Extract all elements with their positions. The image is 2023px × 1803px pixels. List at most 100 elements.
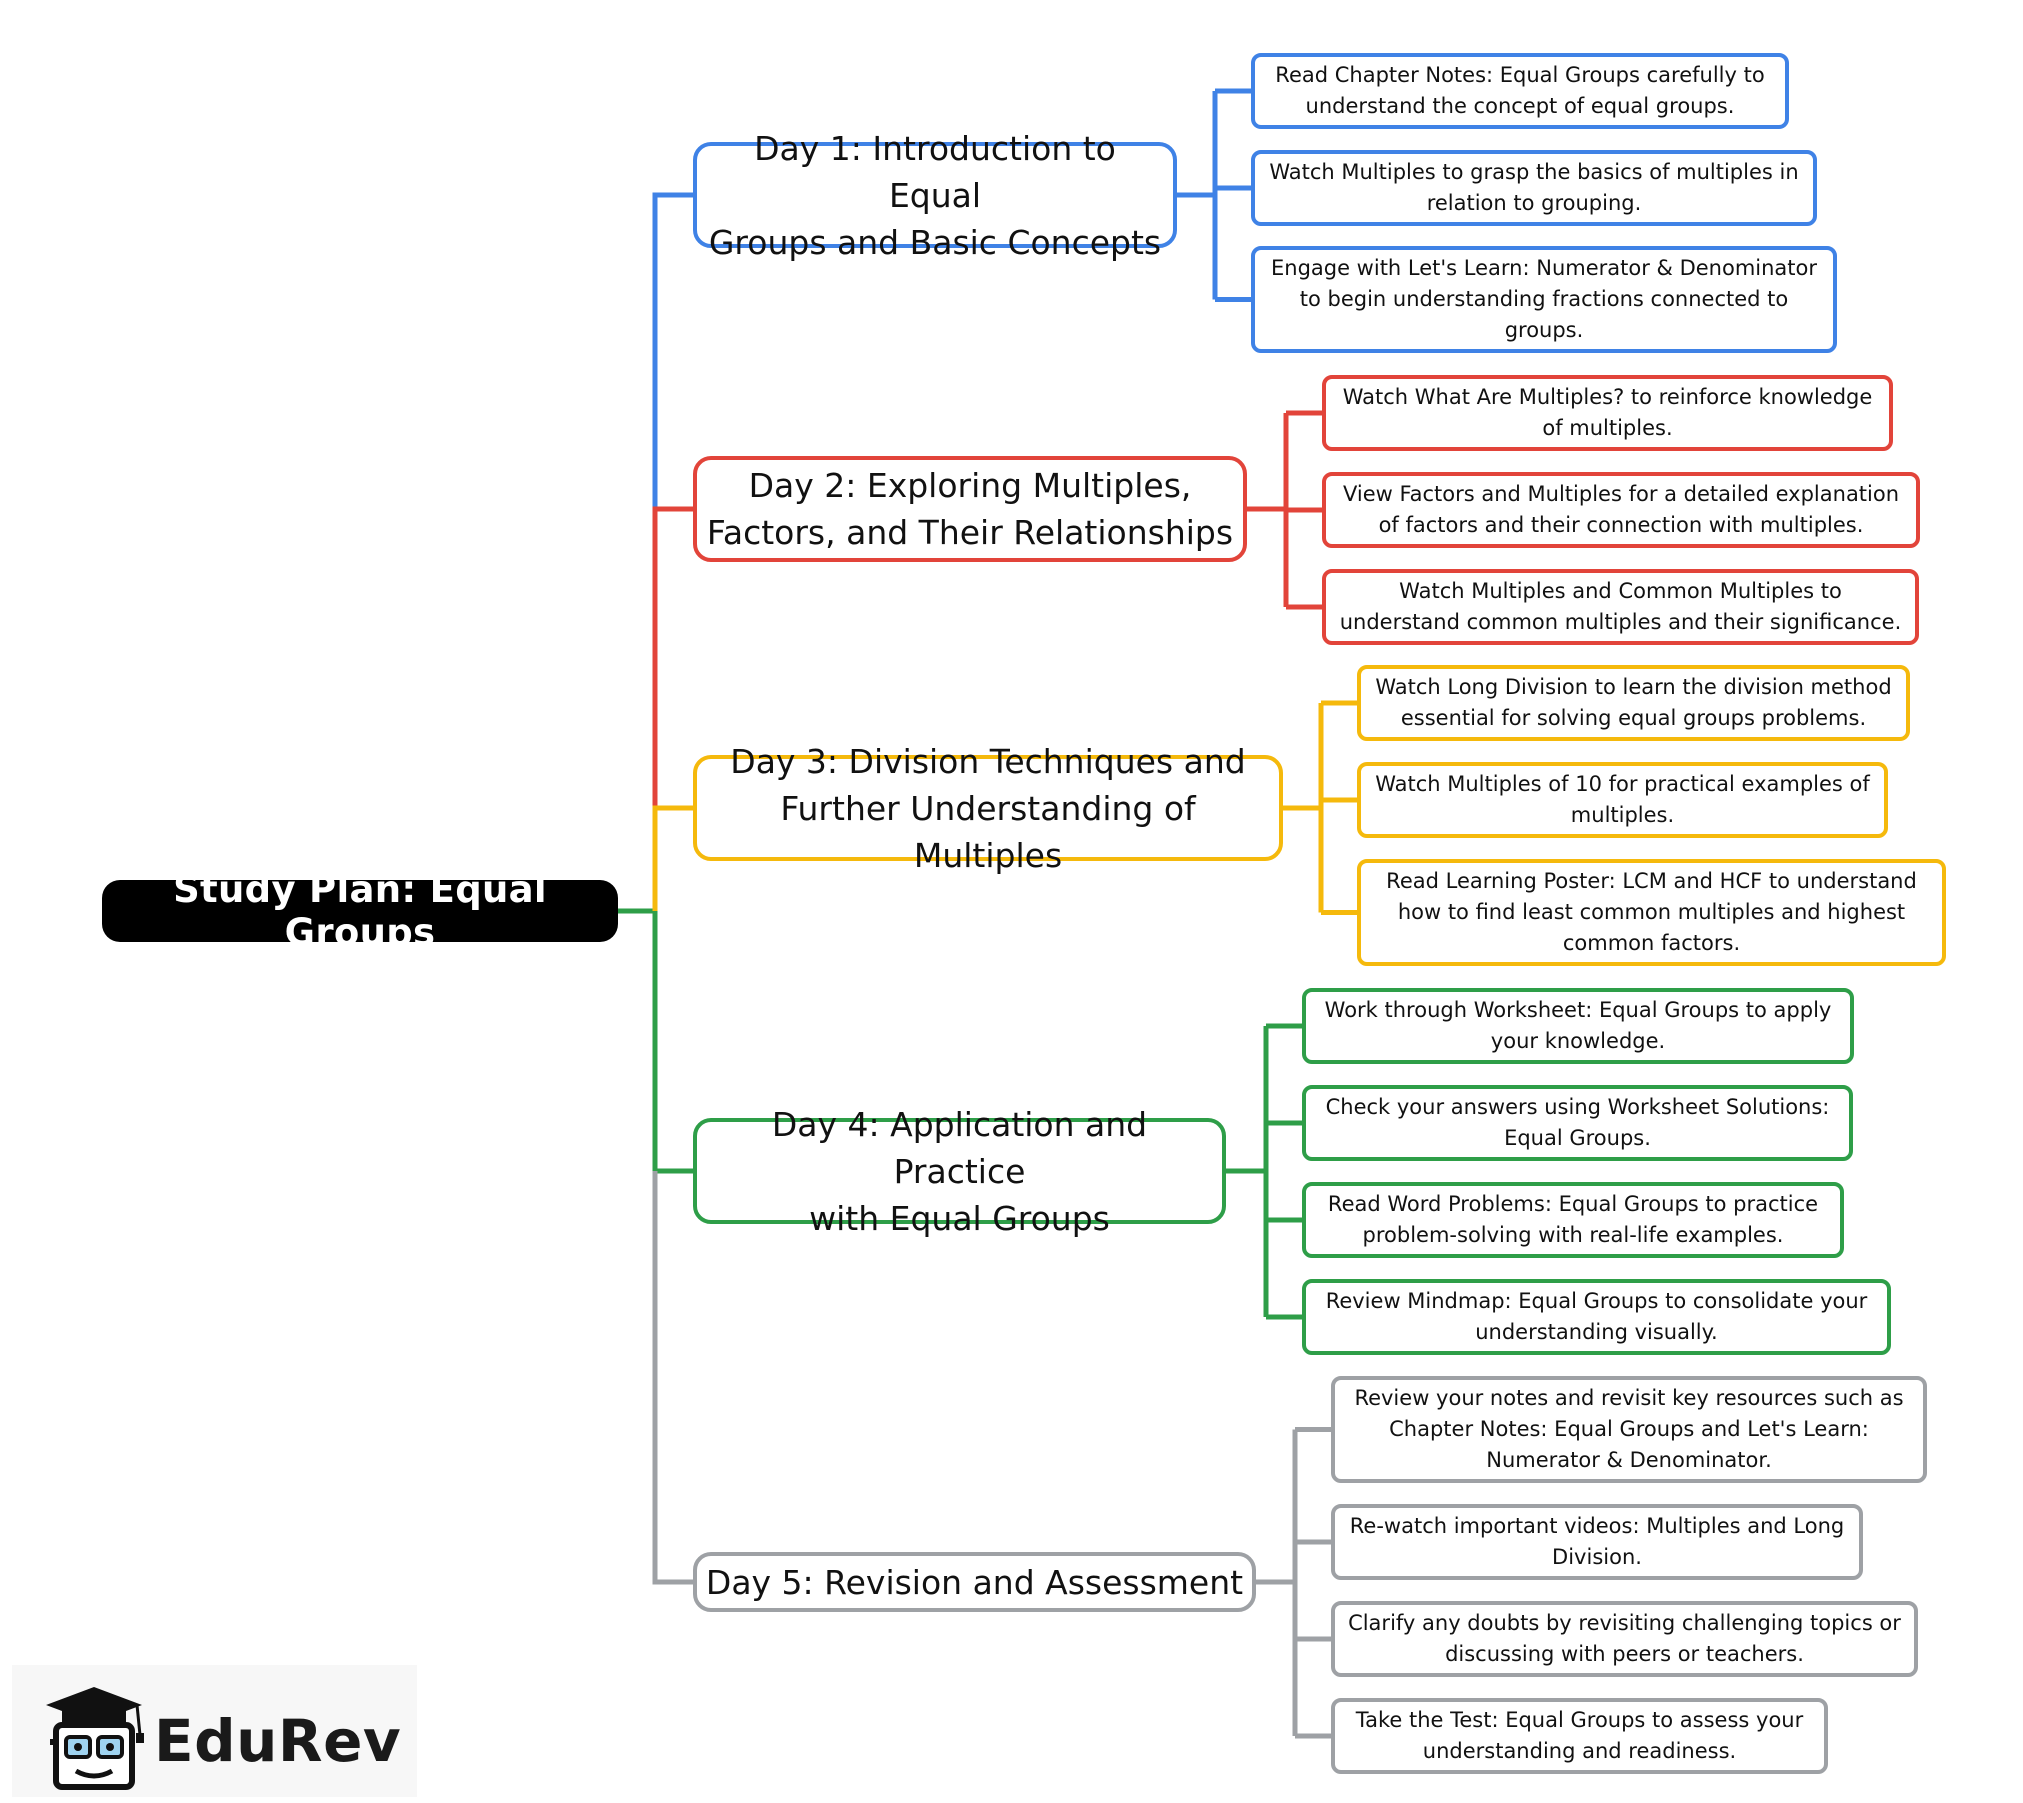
task-text: Clarify any doubts by revisiting challen… <box>1348 1608 1901 1670</box>
day-label-line: Day 2: Exploring Multiples, <box>748 466 1192 505</box>
task-text-line: Watch Multiples of 10 for practical exam… <box>1375 772 1870 796</box>
task-text-line: to begin understanding fractions connect… <box>1299 287 1789 311</box>
day-5-task-1-node: Review your notes and revisit key resour… <box>1331 1376 1927 1483</box>
day-5-node: Day 5: Revision and Assessment <box>693 1552 1256 1612</box>
task-text: Watch Multiples of 10 for practical exam… <box>1375 769 1870 831</box>
day-3-task-3-node: Read Learning Poster: LCM and HCF to und… <box>1357 859 1946 966</box>
day-1-task-2-node: Watch Multiples to grasp the basics of m… <box>1251 150 1817 226</box>
day-label-line: Day 3: Division Techniques and <box>730 741 1246 781</box>
task-text: Work through Worksheet: Equal Groups to … <box>1325 995 1832 1057</box>
day-connector <box>652 506 693 808</box>
task-text-line: problem-solving with real-life examples. <box>1362 1223 1784 1247</box>
task-text: Check your answers using Worksheet Solut… <box>1326 1092 1830 1154</box>
day-2-task-3-node: Watch Multiples and Common Multiples to u… <box>1322 569 1919 645</box>
task-text-line: understanding and readiness. <box>1422 1739 1737 1763</box>
task-text: Review Mindmap: Equal Groups to consolid… <box>1326 1286 1868 1348</box>
task-text-line: Read Chapter Notes: Equal Groups careful… <box>1275 63 1765 87</box>
task-text-line: multiples. <box>1570 803 1675 827</box>
task-text-line: understand the concept of equal groups. <box>1305 94 1735 118</box>
task-text-line: how to find least common multiples and h… <box>1397 900 1906 924</box>
task-text-line: your knowledge. <box>1490 1029 1666 1053</box>
task-text-line: Equal Groups. <box>1504 1126 1651 1150</box>
task-text: Read Word Problems: Equal Groups to prac… <box>1328 1189 1818 1251</box>
task-text-line: Watch Multiples to grasp the basics of m… <box>1269 160 1799 184</box>
task-text-line: discussing with peers or teachers. <box>1445 1642 1804 1666</box>
task-text: Review your notes and revisit key resour… <box>1354 1383 1903 1476</box>
task-text-line: Review your notes and revisit key resour… <box>1354 1386 1904 1410</box>
task-text-line: understanding visually. <box>1475 1320 1718 1344</box>
logo-text: EduRev <box>154 1707 402 1775</box>
day-5-task-3-node: Clarify any doubts by revisiting challen… <box>1331 1601 1918 1677</box>
task-text: Re-watch important videos: Multiples and… <box>1350 1511 1844 1573</box>
day-3-task-2-node: Watch Multiples of 10 for practical exam… <box>1357 762 1888 838</box>
day-2-task-1-node: Watch What Are Multiples? to reinforce k… <box>1322 375 1893 451</box>
task-text-line: Numerator & Denominator. <box>1486 1448 1772 1472</box>
task-text-line: Division. <box>1552 1545 1642 1569</box>
day-label-line: Factors, and Their Relationships <box>706 513 1234 552</box>
day-label-line: Groups and Basic Concepts <box>708 222 1162 262</box>
task-text-line: Watch What Are Multiples? to reinforce k… <box>1342 385 1873 409</box>
task-text-line: Re-watch important videos: Multiples and… <box>1349 1514 1845 1538</box>
day-4-task-3-node: Read Word Problems: Equal Groups to prac… <box>1302 1182 1844 1258</box>
day-4-task-2-node: Check your answers using Worksheet Solut… <box>1302 1085 1853 1161</box>
task-text: Read Chapter Notes: Equal Groups careful… <box>1275 60 1764 122</box>
day-5-task-4-node: Take the Test: Equal Groups to assess yo… <box>1331 1698 1828 1774</box>
task-text: Engage with Let's Learn: Numerator & Den… <box>1271 253 1817 346</box>
day-label-line: Day 5: Revision and Assessment <box>705 1562 1244 1602</box>
day-1-task-3-node: Engage with Let's Learn: Numerator & Den… <box>1251 246 1837 353</box>
task-text-line: Take the Test: Equal Groups to assess yo… <box>1355 1708 1804 1732</box>
day-label-line: Further Understanding of Multiples <box>780 788 1196 875</box>
day-2-task-2-node: View Factors and Multiples for a detaile… <box>1322 472 1920 548</box>
task-text: Watch Multiples and Common Multiples to u… <box>1340 576 1902 638</box>
task-text-line: essential for solving equal groups probl… <box>1400 706 1867 730</box>
task-text-line: Work through Worksheet: Equal Groups to … <box>1324 998 1832 1022</box>
day-connector <box>652 911 693 1174</box>
task-text: View Factors and Multiples for a detaile… <box>1343 479 1899 541</box>
day-connector <box>652 805 693 911</box>
day-label-line: Day 1: Introduction to Equal <box>754 128 1116 215</box>
task-text-line: Chapter Notes: Equal Groups and Let's Le… <box>1389 1417 1869 1441</box>
task-text-line: Engage with Let's Learn: Numerator & Den… <box>1270 256 1818 280</box>
root-node: Study Plan: Equal Groups <box>102 868 618 954</box>
task-text-line: relation to grouping. <box>1426 191 1642 215</box>
day-4-node: Day 4: Application and Practice with Equa… <box>693 1105 1226 1238</box>
graduation-cap-mascot-icon <box>46 1687 144 1790</box>
day-label-line: Day 4: Application and Practice <box>771 1104 1148 1191</box>
task-text: Take the Test: Equal Groups to assess yo… <box>1356 1705 1804 1767</box>
day-1-task-1-node: Read Chapter Notes: Equal Groups careful… <box>1251 53 1789 129</box>
task-text-line: Read Word Problems: Equal Groups to prac… <box>1327 1192 1819 1216</box>
task-text-line: of multiples. <box>1542 416 1673 440</box>
task-text-line: Watch Multiples and Common Multiples to <box>1399 579 1842 603</box>
task-text-line: Read Learning Poster: LCM and HCF to und… <box>1386 869 1917 893</box>
edurev-logo: EduRev <box>12 1665 417 1797</box>
day-connector <box>652 1171 693 1585</box>
day-connector <box>652 192 693 509</box>
day-2-node: Day 2: Exploring Multiples, Factors, and … <box>693 456 1247 562</box>
task-text: Watch Long Division to learn the divisio… <box>1375 672 1891 734</box>
day-4-task-4-node: Review Mindmap: Equal Groups to consolid… <box>1302 1279 1891 1355</box>
day-label: Day 4: Application and Practice with Equa… <box>705 1101 1214 1242</box>
task-text-line: of factors and their connection with mul… <box>1378 513 1864 537</box>
task-text-line: Review Mindmap: Equal Groups to consolid… <box>1325 1289 1868 1313</box>
task-text: Watch Multiples to grasp the basics of m… <box>1269 157 1798 219</box>
task-text-line: Watch Long Division to learn the divisio… <box>1375 675 1892 699</box>
task-text-line: understand common multiples and their si… <box>1339 610 1902 634</box>
day-3-task-1-node: Watch Long Division to learn the divisio… <box>1357 665 1910 741</box>
task-text-line: Check your answers using Worksheet Solut… <box>1325 1095 1830 1119</box>
day-4-task-1-node: Work through Worksheet: Equal Groups to … <box>1302 988 1854 1064</box>
task-text: Read Learning Poster: LCM and HCF to und… <box>1386 866 1917 959</box>
task-text-line: groups. <box>1504 318 1584 342</box>
task-text: Watch What Are Multiples? to reinforce k… <box>1343 382 1873 444</box>
day-5-task-2-node: Re-watch important videos: Multiples and… <box>1331 1504 1863 1580</box>
day-label-line: with Equal Groups <box>809 1198 1110 1238</box>
task-text-line: Clarify any doubts by revisiting challen… <box>1348 1611 1901 1635</box>
day-label: Day 2: Exploring Multiples, Factors, and … <box>707 462 1233 556</box>
task-text-line: common factors. <box>1562 931 1741 955</box>
day-label: Day 5: Revision and Assessment <box>706 1559 1243 1606</box>
task-text-line: View Factors and Multiples for a detaile… <box>1342 482 1900 506</box>
